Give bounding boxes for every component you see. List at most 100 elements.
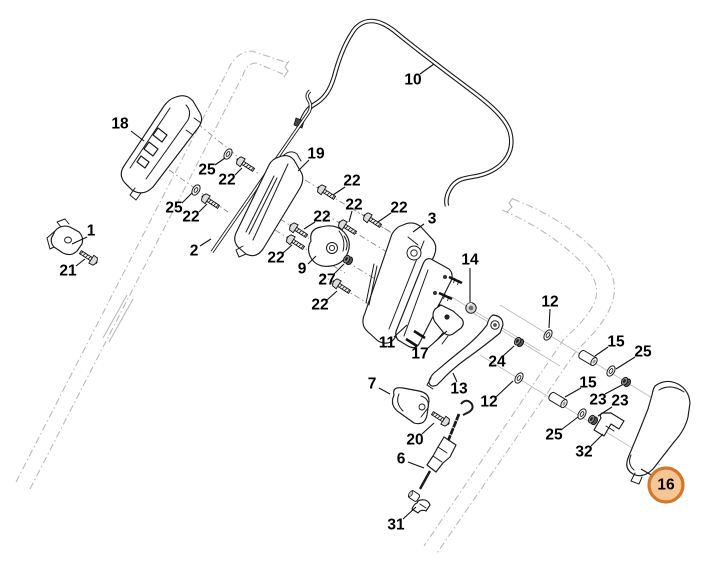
callout-leader-line [348,210,353,223]
callout-leader-line [75,258,86,267]
part-number-label: 25 [165,200,183,217]
tube-break-mark [283,60,290,78]
callout-7[interactable]: 7 [368,376,391,395]
callout-leader-line [421,422,435,435]
sleeve-fastener [547,390,569,410]
callout-19[interactable]: 19 [297,146,325,172]
callout-leader-line [303,221,316,230]
part-number-label: 23 [589,392,607,409]
part-number-label: 12 [541,294,558,311]
callout-20[interactable]: 20 [406,422,435,449]
callout-22[interactable]: 22 [267,244,293,267]
washer-fastener [512,370,526,386]
ghost-tube-right-inner [423,209,598,547]
part-number-label: 9 [298,261,307,278]
callout-15[interactable]: 15 [594,334,625,357]
callout-2[interactable]: 2 [190,238,212,260]
part-7-grip [391,387,430,425]
ghost-tube-right-outer [436,198,615,554]
axis-line [469,310,561,367]
callout-25[interactable]: 25 [615,344,652,370]
parts [46,18,691,514]
part-number-label: 16 [657,477,675,494]
callout-14[interactable]: 14 [461,252,479,303]
callout-3[interactable]: 3 [412,211,437,233]
part-16-cover-panel[interactable] [626,380,691,485]
part-number-label: 1 [87,223,96,240]
callout-15[interactable]: 15 [564,375,597,398]
part-number-label: 32 [575,444,592,461]
callout-11[interactable]: 11 [379,324,408,352]
callout-22[interactable]: 22 [311,290,338,314]
callout-leader-line [427,330,448,349]
callout-25[interactable]: 25 [165,192,193,217]
callout-leader-line [377,212,392,223]
callout-12[interactable]: 12 [480,380,514,411]
callout-leader-line [71,236,88,245]
callout-10[interactable]: 10 [404,63,435,89]
callout-1[interactable]: 1 [71,223,96,245]
washer-fastener [575,406,589,422]
callout-18[interactable]: 18 [111,116,145,142]
callout-leader-line [297,159,310,172]
part-number-label: 20 [406,432,423,449]
part-number-label: 12 [480,394,497,411]
callout-12[interactable]: 12 [541,294,559,329]
callout-leader-line [307,255,317,265]
callout-31[interactable]: 31 [387,506,417,534]
callout-leader-line [594,346,609,357]
bushing-fastener [465,302,477,314]
part-number-label: 22 [311,297,328,314]
callout-leader-line [502,345,515,357]
callout-22[interactable]: 22 [345,197,363,223]
callout-leader-line [130,130,145,142]
callout-9[interactable]: 9 [298,255,317,278]
callout-22[interactable]: 22 [182,203,208,226]
part-number-label: 10 [404,72,421,89]
part-1-clamp [46,218,84,256]
callout-leader-line [452,372,458,383]
callout-22[interactable]: 22 [303,209,331,230]
part-number-label: 22 [218,172,235,189]
part-number-label: 19 [307,146,325,163]
callout-23[interactable]: 23 [589,384,623,409]
callout-13[interactable]: 13 [450,372,468,398]
part-2-rod [210,89,313,253]
part-17-lever [432,303,464,345]
callout-23[interactable]: 23 [597,393,629,417]
callout-leader-line [564,387,582,398]
callout-22[interactable]: 22 [377,200,408,223]
callout-27[interactable]: 27 [318,263,345,289]
callout-22[interactable]: 22 [218,167,243,189]
callout-leader-line [560,416,579,431]
callout-22[interactable]: 22 [332,173,361,196]
callout-25[interactable]: 25 [545,416,579,444]
callout-leader-line [548,308,551,329]
callout-17[interactable]: 17 [411,330,448,363]
callout-6[interactable]: 6 [397,451,425,469]
part-31-clip [411,499,431,514]
tube-break-mark [506,197,514,213]
callout-leader-line [199,238,212,247]
part-number-label: 25 [545,427,563,444]
part-9-knob [307,225,350,267]
part-number-label: 3 [428,211,437,228]
screw-fastener [429,408,452,429]
screw-fastener [77,247,100,268]
callout-25[interactable]: 25 [198,157,226,179]
callout-leader-line [402,506,417,520]
screw-fastener [315,182,338,203]
callout-16-highlighted[interactable]: 16 [640,466,685,504]
part-number-label: 25 [634,344,652,361]
callout-32[interactable]: 32 [575,433,604,461]
callout-21[interactable]: 21 [59,258,86,280]
part-number-label: 24 [488,354,506,371]
part-19-housing [234,151,304,258]
callout-leader-line [407,461,425,469]
ghost-handlebar-tubes [15,50,615,554]
highlight-circle[interactable] [647,466,685,504]
ghost-tube-left-inner [29,62,284,490]
callout-24[interactable]: 24 [488,345,515,371]
